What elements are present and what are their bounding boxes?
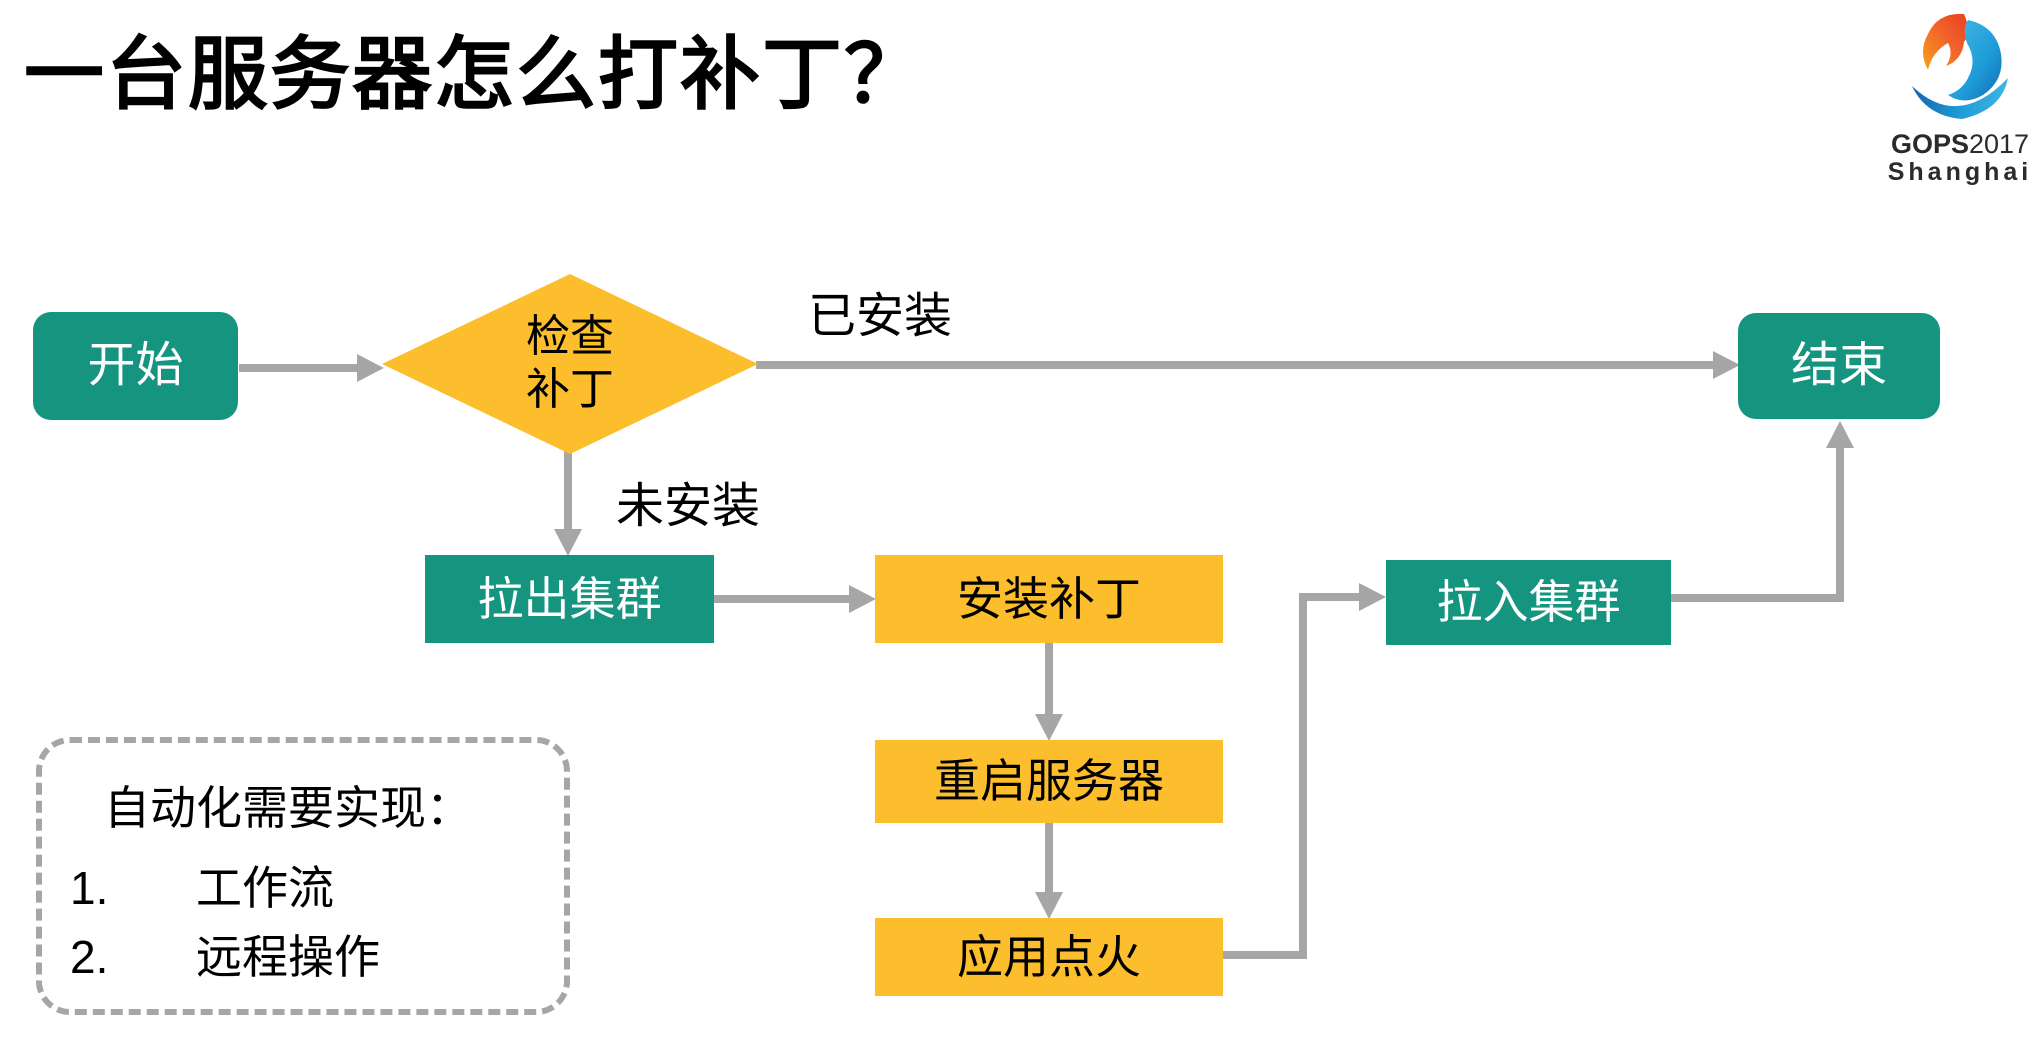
logo-text-gops2017: GOPS2017	[1890, 129, 2030, 159]
automation-note-box: 自动化需要实现： 1. 工作流 2. 远程操作	[36, 737, 570, 1015]
logo-text-shanghai: Shanghai	[1887, 158, 2033, 187]
node-label: 应用点火	[957, 930, 1141, 983]
edge-check-to-end	[756, 351, 1740, 379]
node-label: 结束	[1790, 338, 1887, 392]
flow-node-install: 安装补丁	[875, 555, 1223, 643]
edge-ignite-to-pullin	[1223, 583, 1386, 959]
edge-label-not-installed: 未安装	[616, 480, 761, 533]
edge-label-installed: 已安装	[808, 290, 953, 343]
flow-node-ignite: 应用点火	[875, 918, 1223, 996]
edge-restart-to-ignite	[1035, 823, 1063, 919]
flow-node-start: 开始	[33, 312, 238, 420]
node-label: 拉入集群	[1436, 576, 1621, 629]
edge-pullout-to-install	[714, 585, 876, 613]
flow-node-pull-out: 拉出集群	[425, 555, 714, 643]
node-label: 拉出集群	[477, 572, 662, 625]
edge-check-to-pullout	[554, 450, 582, 556]
edge-start-to-check	[239, 354, 384, 382]
note-item-remote-operation: 2. 远程操作	[70, 930, 380, 983]
note-item-workflow: 1. 工作流	[70, 861, 334, 914]
flow-node-end: 结束	[1738, 313, 1940, 419]
flow-node-check-patch: 检查 补丁	[382, 274, 758, 454]
page-title: 一台服务器怎么打补丁？	[24, 30, 926, 119]
gops-swirl-icon	[1912, 13, 2008, 119]
edge-pullin-to-end	[1671, 421, 1854, 602]
flow-node-restart: 重启服务器	[875, 740, 1223, 823]
node-label: 安装补丁	[957, 572, 1141, 625]
gops-logo: GOPS2017 Shanghai	[1885, 10, 2035, 187]
node-label: 重启服务器	[934, 755, 1164, 808]
node-label: 检查 补丁	[526, 312, 614, 414]
note-heading: 自动化需要实现：	[104, 782, 472, 834]
node-label: 开始	[87, 338, 184, 392]
flow-node-pull-in: 拉入集群	[1386, 560, 1671, 645]
edge-install-to-restart	[1035, 643, 1063, 741]
